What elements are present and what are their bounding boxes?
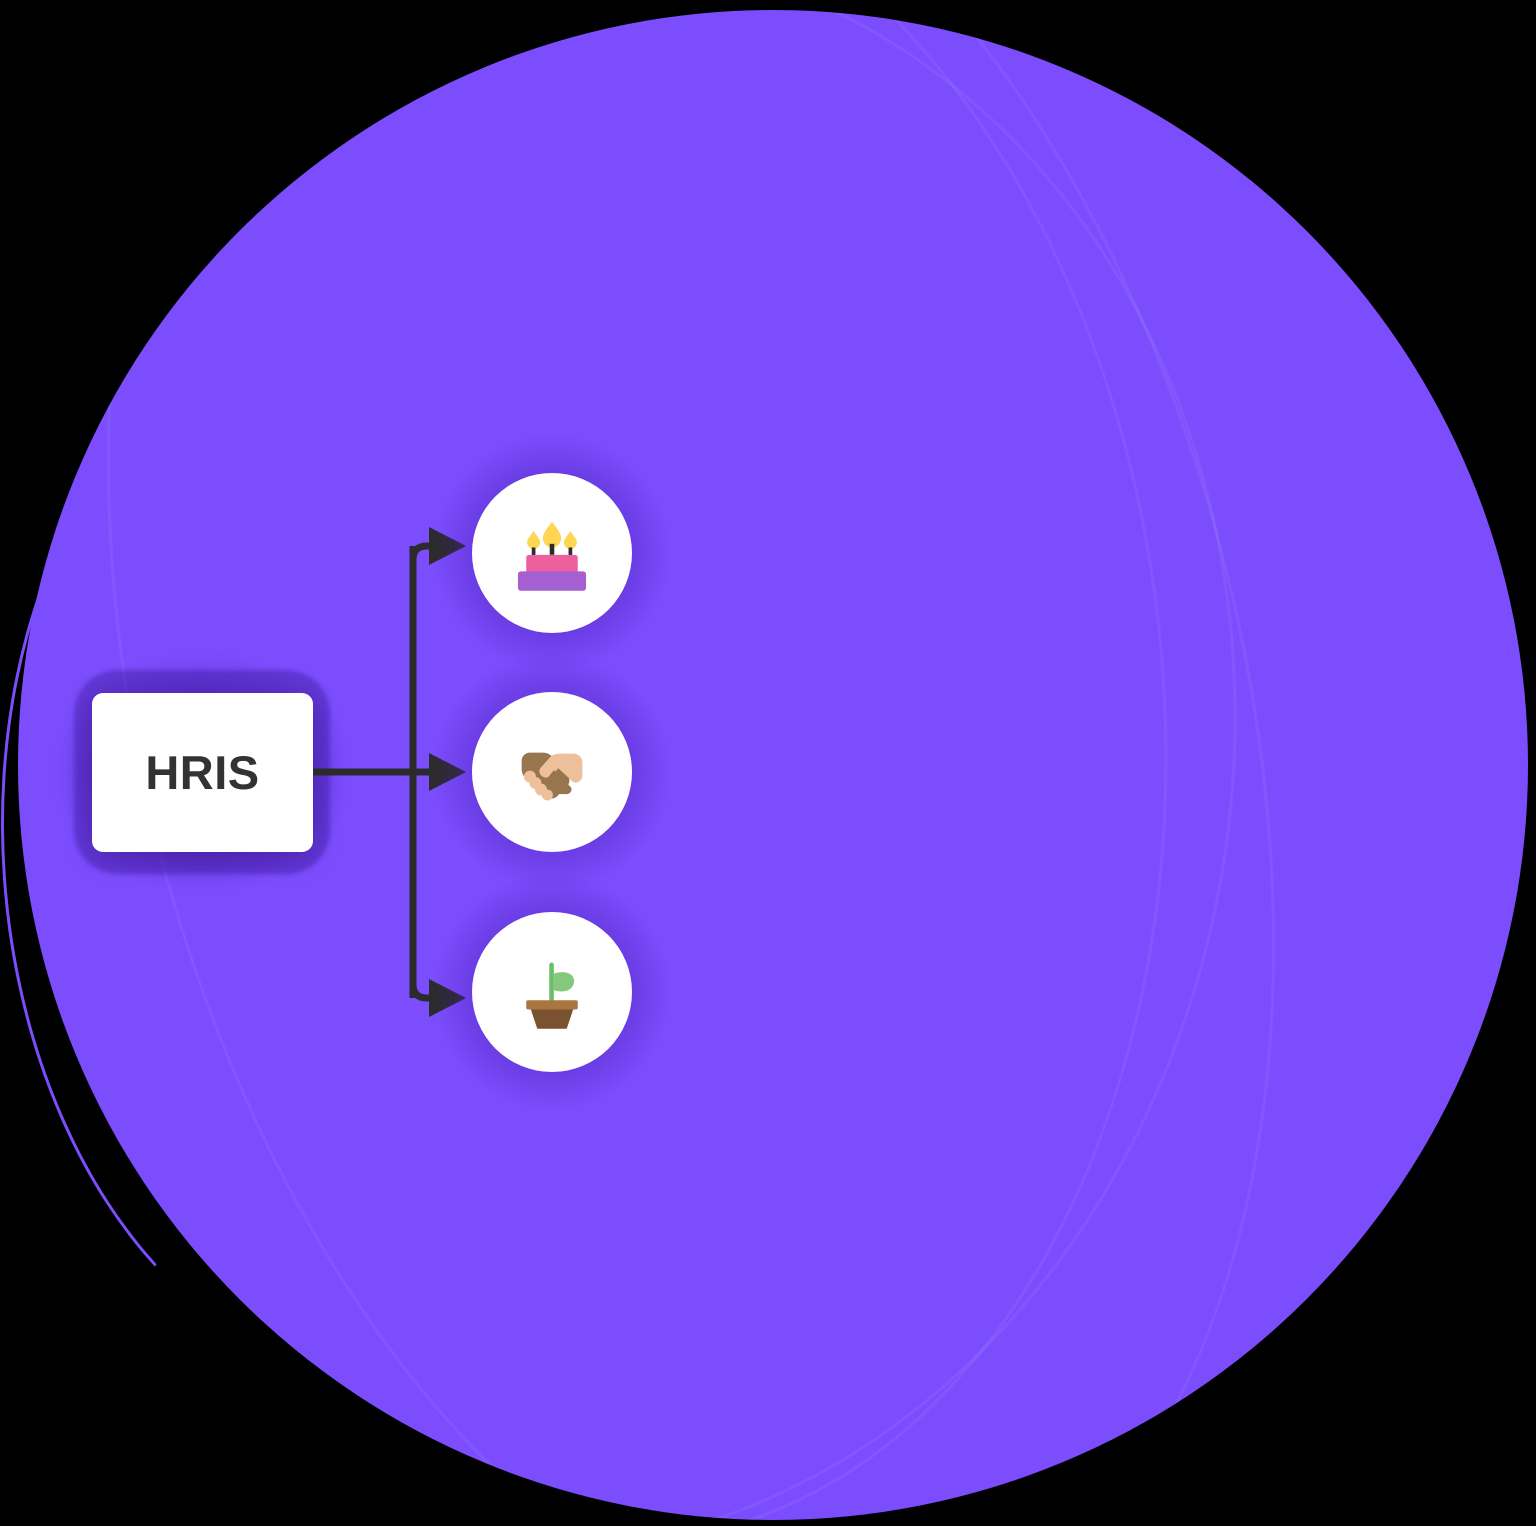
birthday-cake-icon bbox=[517, 521, 587, 591]
node-disc bbox=[472, 692, 632, 852]
target-node-growth[interactable] bbox=[432, 872, 672, 1112]
hris-node-label: HRIS bbox=[145, 746, 260, 799]
target-node-onboarding[interactable] bbox=[432, 652, 672, 892]
node-disc bbox=[472, 473, 632, 633]
potted-plant-icon bbox=[526, 962, 578, 1029]
hris-node[interactable]: HRIS bbox=[92, 693, 313, 852]
target-node-birthday[interactable] bbox=[432, 433, 672, 673]
handshake-icon bbox=[521, 752, 583, 801]
node-disc bbox=[472, 912, 632, 1072]
